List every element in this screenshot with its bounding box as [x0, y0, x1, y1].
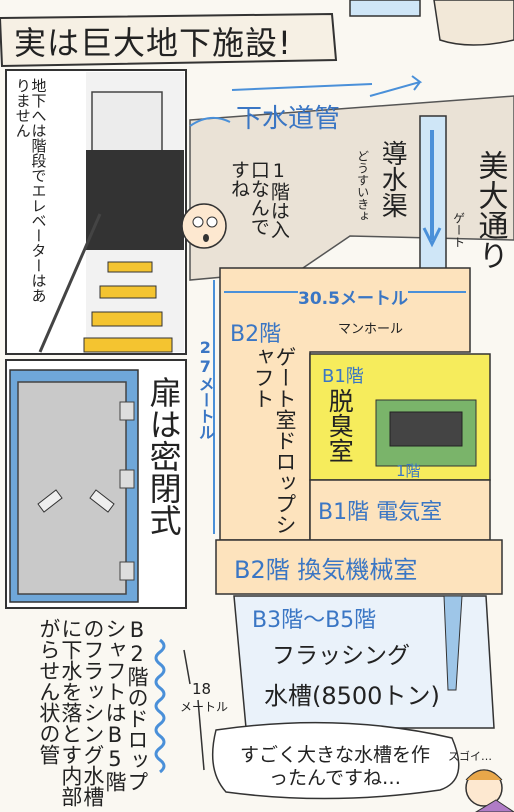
conduit-flow-arrow	[422, 227, 442, 248]
handrail	[38, 213, 102, 353]
b3-label: B3階〜B5階	[252, 608, 377, 633]
flushing-tank	[233, 595, 495, 729]
conduit-label: 導水渠	[377, 140, 408, 218]
height-unit: メートル	[180, 700, 229, 714]
stairs-dark-shaft	[86, 150, 184, 250]
stairs-note: 地下へは階段でエレベーターはありません	[13, 78, 48, 303]
drop-shaft-description: B2階のドロップシャフトはB5階のフラッシング水槽に下水を落とす内部がらせん状の…	[36, 618, 149, 807]
top-right-wall	[433, 0, 514, 46]
b1-label: B1階	[322, 366, 364, 387]
small-character-body	[475, 799, 514, 812]
top-fragment	[349, 0, 421, 17]
floor1-label: 1階	[396, 462, 421, 480]
conduit-reading: どうすいきょ	[355, 150, 370, 222]
spiral-pipe-icon	[154, 638, 166, 774]
title-banner	[0, 12, 338, 68]
drop-shaft	[443, 595, 463, 691]
manhole-label: マンホール	[338, 322, 404, 337]
door-caption: 扉は密閉式	[144, 376, 183, 536]
b2-machine-label: B2階 換気機械室	[234, 556, 418, 584]
door-latch	[37, 489, 63, 513]
face-mouth	[203, 234, 209, 242]
door-latch	[89, 489, 115, 513]
b2-machine-room	[215, 539, 503, 595]
face-glasses	[192, 216, 204, 228]
door-leaf	[17, 381, 127, 595]
page-title: 実は巨大地下施設!	[14, 24, 292, 62]
stair-step	[83, 337, 173, 353]
face-character	[181, 203, 227, 249]
sewer-arrow-head	[369, 75, 423, 97]
speech-text: すごく大きな水槽を作ったんですね…	[239, 744, 430, 789]
door-hinge	[119, 401, 135, 421]
stair-step	[107, 261, 153, 273]
b2-room-label: ゲート室ドロップシャフト	[250, 346, 297, 535]
width-label: 30.5メートル	[298, 284, 408, 309]
sewer-arrow-tail	[189, 116, 231, 127]
stair-step	[91, 311, 163, 327]
b1-room-label: 脱臭室	[325, 388, 355, 463]
b3-room-label-2: 水槽(8500トン)	[264, 682, 440, 710]
height-number: 18	[192, 680, 212, 698]
entrance-speech: 1階は入口なんですね	[227, 160, 290, 239]
height-marker-line	[183, 649, 205, 771]
speech-bubble	[211, 721, 460, 800]
sewer-arrow-left	[231, 83, 373, 91]
b2-label: B2階	[230, 322, 282, 347]
face-glasses	[206, 216, 218, 228]
stairs-wall	[91, 91, 163, 153]
b3-room-label-1: フラッシング	[272, 643, 410, 669]
sewer-label: 下水道管	[236, 104, 341, 134]
street-label: 美大通り	[472, 150, 508, 270]
small-speech-text: スゴイ…	[448, 750, 492, 763]
door-hinge	[119, 469, 135, 489]
gate-label: ゲート	[451, 212, 466, 248]
stair-step	[99, 285, 157, 299]
deodorize-machine	[389, 411, 463, 447]
b1-electric-label: B1階 電気室	[318, 500, 443, 525]
b1-electric-room	[309, 479, 491, 541]
depth-label: 27メートル	[196, 338, 215, 448]
small-character-hair	[465, 769, 503, 781]
door-hinge	[119, 561, 135, 581]
